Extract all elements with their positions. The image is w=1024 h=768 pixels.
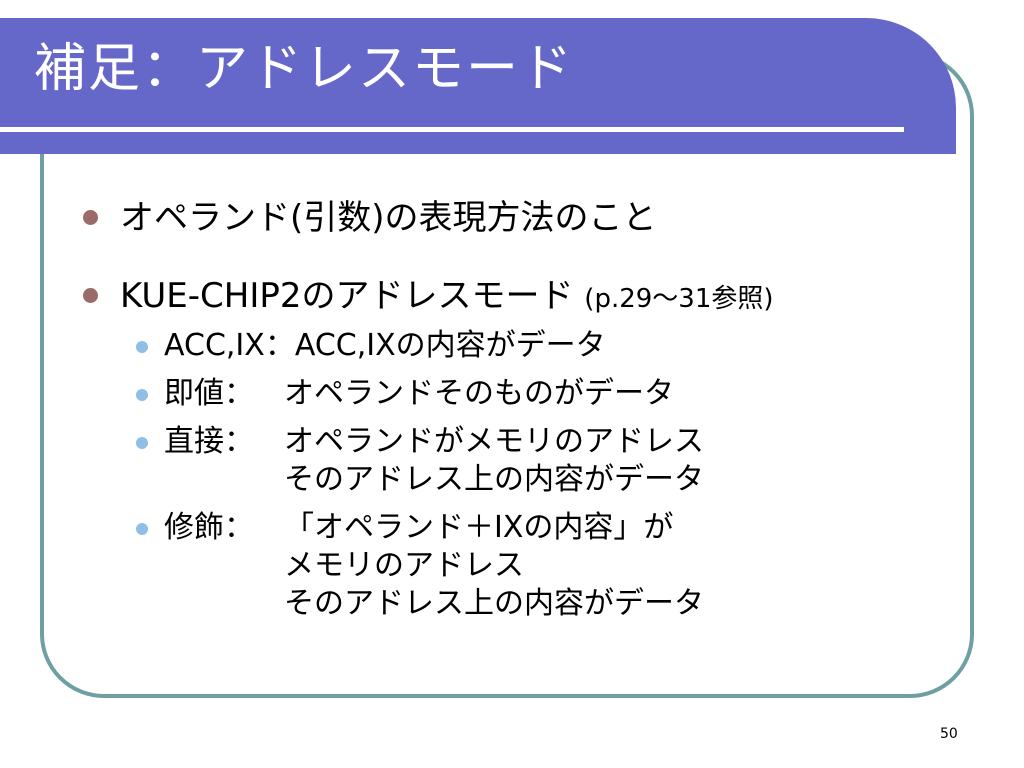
- mode-description: オペランドそのものがデータ: [284, 376, 674, 411]
- bullet-address-modes: KUE-CHIP2のアドレスモード (p.29～31参照): [80, 274, 960, 321]
- mode-description: ACC,IXの内容がデータ: [294, 328, 606, 363]
- mode-label: 修飾：: [164, 510, 254, 545]
- mode-description: オペランドがメモリのアドレス: [284, 424, 704, 459]
- address-mode-list: ACC,IX： ACC,IXの内容がデータ 即値： オペランドそのものがデータ …: [134, 327, 960, 623]
- mode-label: 即値：: [164, 376, 254, 411]
- mode-description: 「オペランド＋IXの内容」が: [284, 510, 674, 545]
- slide-content: オペランド(引数)の表現方法のこと KUE-CHIP2のアドレスモード (p.2…: [80, 196, 960, 633]
- mode-description: メモリのアドレス: [284, 548, 524, 583]
- sub-bullet-dot-icon: [136, 389, 148, 401]
- sub-bullet-dot-icon: [136, 341, 148, 353]
- page-reference-note: (p.29～31参照): [584, 284, 774, 314]
- title-underline: [0, 127, 904, 132]
- mode-description: そのアドレス上の内容がデータ: [284, 586, 704, 621]
- mode-label: 直接：: [164, 424, 254, 459]
- bullet-dot-icon: [83, 210, 98, 225]
- sub-bullet-indexed: 修飾： 「オペランド＋IXの内容」が メモリのアドレス そのアドレス上の内容がデ…: [134, 509, 960, 623]
- mode-label: ACC,IX：: [164, 328, 295, 363]
- title-bar: 補足：アドレスモード: [0, 18, 956, 154]
- sub-bullet-direct: 直接： オペランドがメモリのアドレス そのアドレス上の内容がデータ: [134, 423, 960, 499]
- sub-bullet-immediate: 即値： オペランドそのものがデータ: [134, 375, 960, 413]
- sub-bullet-dot-icon: [136, 523, 148, 535]
- sub-bullet-dot-icon: [136, 437, 148, 449]
- bullet-operand-definition: オペランド(引数)の表現方法のこと: [80, 196, 960, 240]
- mode-description: そのアドレス上の内容がデータ: [284, 462, 704, 497]
- bullet-text: オペランド(引数)の表現方法のこと: [120, 198, 657, 238]
- page-number: 50: [940, 726, 958, 742]
- sub-bullet-acc-ix: ACC,IX： ACC,IXの内容がデータ: [134, 327, 960, 365]
- bullet-dot-icon: [83, 288, 98, 303]
- slide-frame: [40, 52, 974, 698]
- slide-title: 補足：アドレスモード: [34, 39, 575, 99]
- bullet-text: KUE-CHIP2のアドレスモード: [120, 276, 585, 316]
